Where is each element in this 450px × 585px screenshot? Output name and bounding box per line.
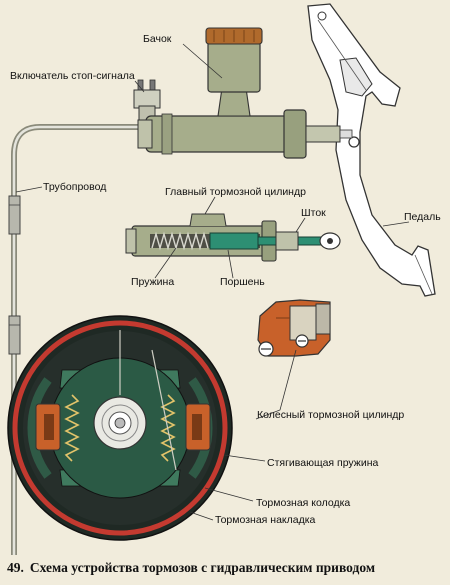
label-master-cylinder: Главный тормозной цилиндр <box>165 186 306 198</box>
reservoir <box>205 27 263 93</box>
wheel-cylinder-detail <box>257 299 331 357</box>
label-return-spring: Стягивающая пружина <box>267 457 379 469</box>
brake-light-switch <box>133 79 161 121</box>
label-wheel-cylinder: Колесный тормозной цилиндр <box>257 409 405 421</box>
label-brake-shoe: Тормозная колодка <box>256 497 351 509</box>
return-spring-left <box>64 394 80 462</box>
label-piston: Поршень <box>220 276 265 288</box>
master-cylinder-section <box>125 213 341 262</box>
label-brake-lining: Тормозная накладка <box>215 514 316 526</box>
master-cylinder-assembly <box>133 27 353 159</box>
brake-shoe-left <box>27 377 52 479</box>
brake-lining-ring <box>12 320 228 536</box>
piston <box>209 232 259 250</box>
master-spring <box>151 231 209 251</box>
label-brake-light-switch: Включатель стоп-сигнала <box>10 70 135 82</box>
label-spring: Пружина <box>131 276 175 288</box>
figure-caption-text: Схема устройства тормозов с гидравлическ… <box>29 560 376 575</box>
figure-number: 49. <box>7 560 24 575</box>
label-reservoir: Бачок <box>143 33 172 45</box>
leader-lines <box>15 43 410 521</box>
brake-drum <box>7 315 233 541</box>
brake-pedal <box>307 3 436 297</box>
label-pipeline: Трубопровод <box>43 181 107 193</box>
label-pedal: Педаль <box>404 211 441 223</box>
figure-caption: 49. Схема устройства тормозов с гидравлич… <box>0 560 450 580</box>
brake-pipeline <box>8 124 140 555</box>
label-rod: Шток <box>301 207 326 219</box>
